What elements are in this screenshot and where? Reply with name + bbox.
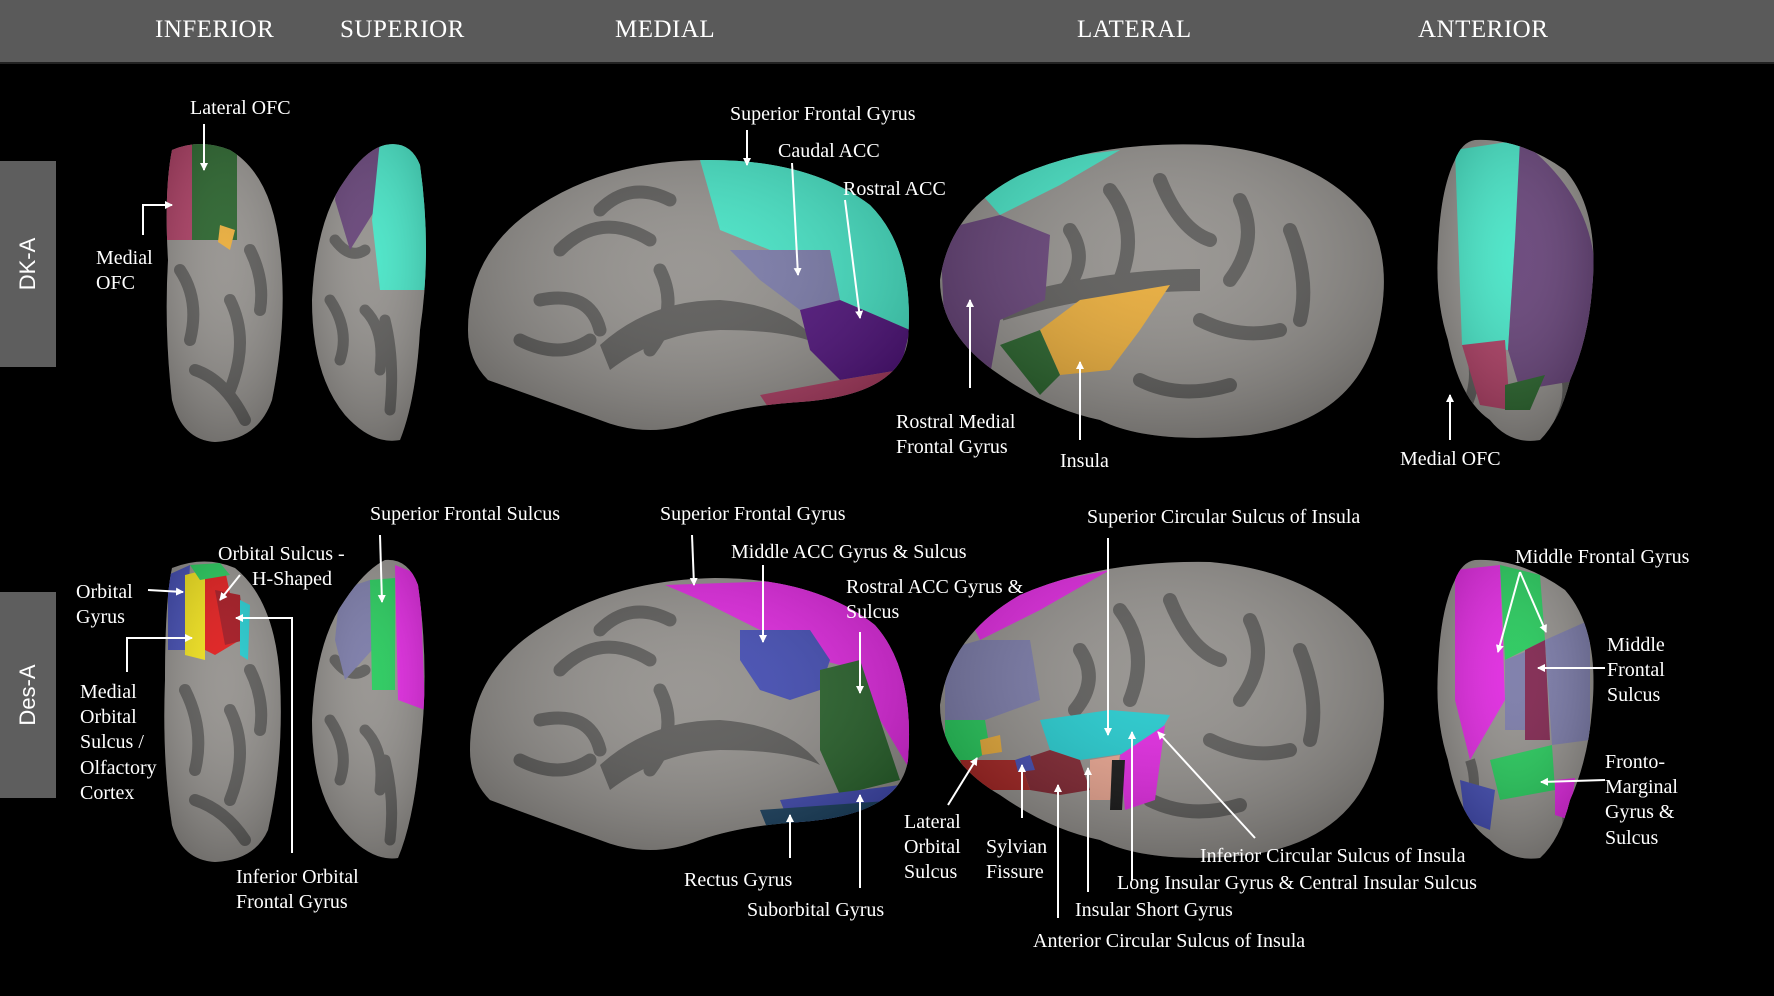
label-long-insular-gyrus: Long Insular Gyrus & Central Insular Sul… <box>1117 872 1477 894</box>
label-orbital-gyrus-line2: Gyrus <box>76 606 125 628</box>
brain-des-anterior <box>1437 559 1594 859</box>
view-header: INFERIOR SUPERIOR MEDIAL LATERAL ANTERIO… <box>0 0 1774 64</box>
row-label-dk-atlas: DK-A <box>0 161 56 367</box>
view-title-anterior: ANTERIOR <box>1418 16 1549 43</box>
brain-des-inferior <box>164 561 281 862</box>
label-orbital-sulcus-line2: H-Shaped <box>252 568 332 590</box>
label-superior-frontal-sulcus: Superior Frontal Sulcus <box>370 503 560 525</box>
view-title-medial: MEDIAL <box>615 16 716 43</box>
label-sylvian-line2: Fissure <box>986 861 1044 883</box>
label-fronto-marginal-line1: Fronto- <box>1605 751 1665 773</box>
label-rostral-acc-line1: Rostral ACC Gyrus & <box>846 576 1024 598</box>
label-lateral-orbital-line3: Sulcus <box>904 861 958 883</box>
label-superior-frontal-gyrus: Superior Frontal Gyrus <box>730 103 916 125</box>
label-inferior-orbital-line1: Inferior Orbital <box>236 866 359 888</box>
label-des-superior-frontal-gyrus: Superior Frontal Gyrus <box>660 503 846 525</box>
label-lateral-orbital-line1: Lateral <box>904 811 961 833</box>
label-middle-frontal-sulcus-line2: Frontal <box>1607 659 1665 681</box>
view-title-superior: SUPERIOR <box>340 16 465 43</box>
label-fronto-marginal-line4: Sulcus <box>1605 827 1659 849</box>
label-medial-orbital-line5: Cortex <box>80 782 135 804</box>
brain-dk-superior <box>312 144 426 441</box>
brain-dk-lateral <box>940 144 1384 438</box>
label-rostral-medial-frontal-line1: Rostral Medial <box>896 411 1016 433</box>
view-title-inferior: INFERIOR <box>155 16 275 43</box>
label-anterior-circular-sulcus: Anterior Circular Sulcus of Insula <box>1033 930 1306 952</box>
label-insular-short-gyrus: Insular Short Gyrus <box>1075 899 1233 921</box>
brain-des-medial <box>470 578 910 850</box>
label-medial-ofc-line2: OFC <box>96 272 135 294</box>
label-middle-frontal-sulcus-line3: Sulcus <box>1607 684 1661 706</box>
row-label-des-atlas: Des-A <box>0 592 56 798</box>
label-medial-ofc-line1: Medial <box>96 247 153 269</box>
label-rostral-medial-frontal-line2: Frontal Gyrus <box>896 436 1008 458</box>
brain-dk-medial <box>468 160 909 430</box>
label-inferior-orbital-line2: Frontal Gyrus <box>236 891 348 913</box>
label-middle-frontal-sulcus-line1: Middle <box>1607 634 1665 656</box>
label-medial-orbital-line2: Orbital <box>80 706 137 728</box>
label-fronto-marginal-line2: Marginal <box>1605 776 1678 798</box>
brain-dk-anterior <box>1437 139 1594 441</box>
label-medial-orbital-line1: Medial <box>80 681 137 703</box>
label-lateral-orbital-line2: Orbital <box>904 836 961 858</box>
label-fronto-marginal-line3: Gyrus & <box>1605 801 1675 823</box>
annotation-arrows <box>126 124 1606 918</box>
label-suborbital-gyrus: Suborbital Gyrus <box>747 899 885 921</box>
label-medial-ofc-anterior: Medial OFC <box>1400 448 1501 470</box>
label-caudal-acc: Caudal ACC <box>778 140 880 162</box>
label-middle-acc: Middle ACC Gyrus & Sulcus <box>731 541 967 563</box>
label-rectus-gyrus: Rectus Gyrus <box>684 869 793 891</box>
label-sylvian-line1: Sylvian <box>986 836 1048 858</box>
label-orbital-sulcus-line1: Orbital Sulcus - <box>218 543 345 565</box>
brain-dk-inferior <box>166 144 283 442</box>
view-title-lateral: LATERAL <box>1077 16 1192 43</box>
label-medial-orbital-line4: Olfactory <box>80 757 157 779</box>
label-middle-frontal-gyrus: Middle Frontal Gyrus <box>1515 546 1690 568</box>
label-superior-circular-sulcus: Superior Circular Sulcus of Insula <box>1087 506 1361 528</box>
label-rostral-acc: Rostral ACC <box>843 178 946 200</box>
label-insula: Insula <box>1060 450 1109 472</box>
label-rostral-acc-line2: Sulcus <box>846 601 900 623</box>
brain-des-superior <box>312 559 425 859</box>
label-orbital-gyrus-line1: Orbital <box>76 581 133 603</box>
label-medial-orbital-line3: Sulcus / <box>80 731 144 753</box>
label-inferior-circular-sulcus: Inferior Circular Sulcus of Insula <box>1200 845 1466 867</box>
label-lateral-ofc: Lateral OFC <box>190 97 291 119</box>
